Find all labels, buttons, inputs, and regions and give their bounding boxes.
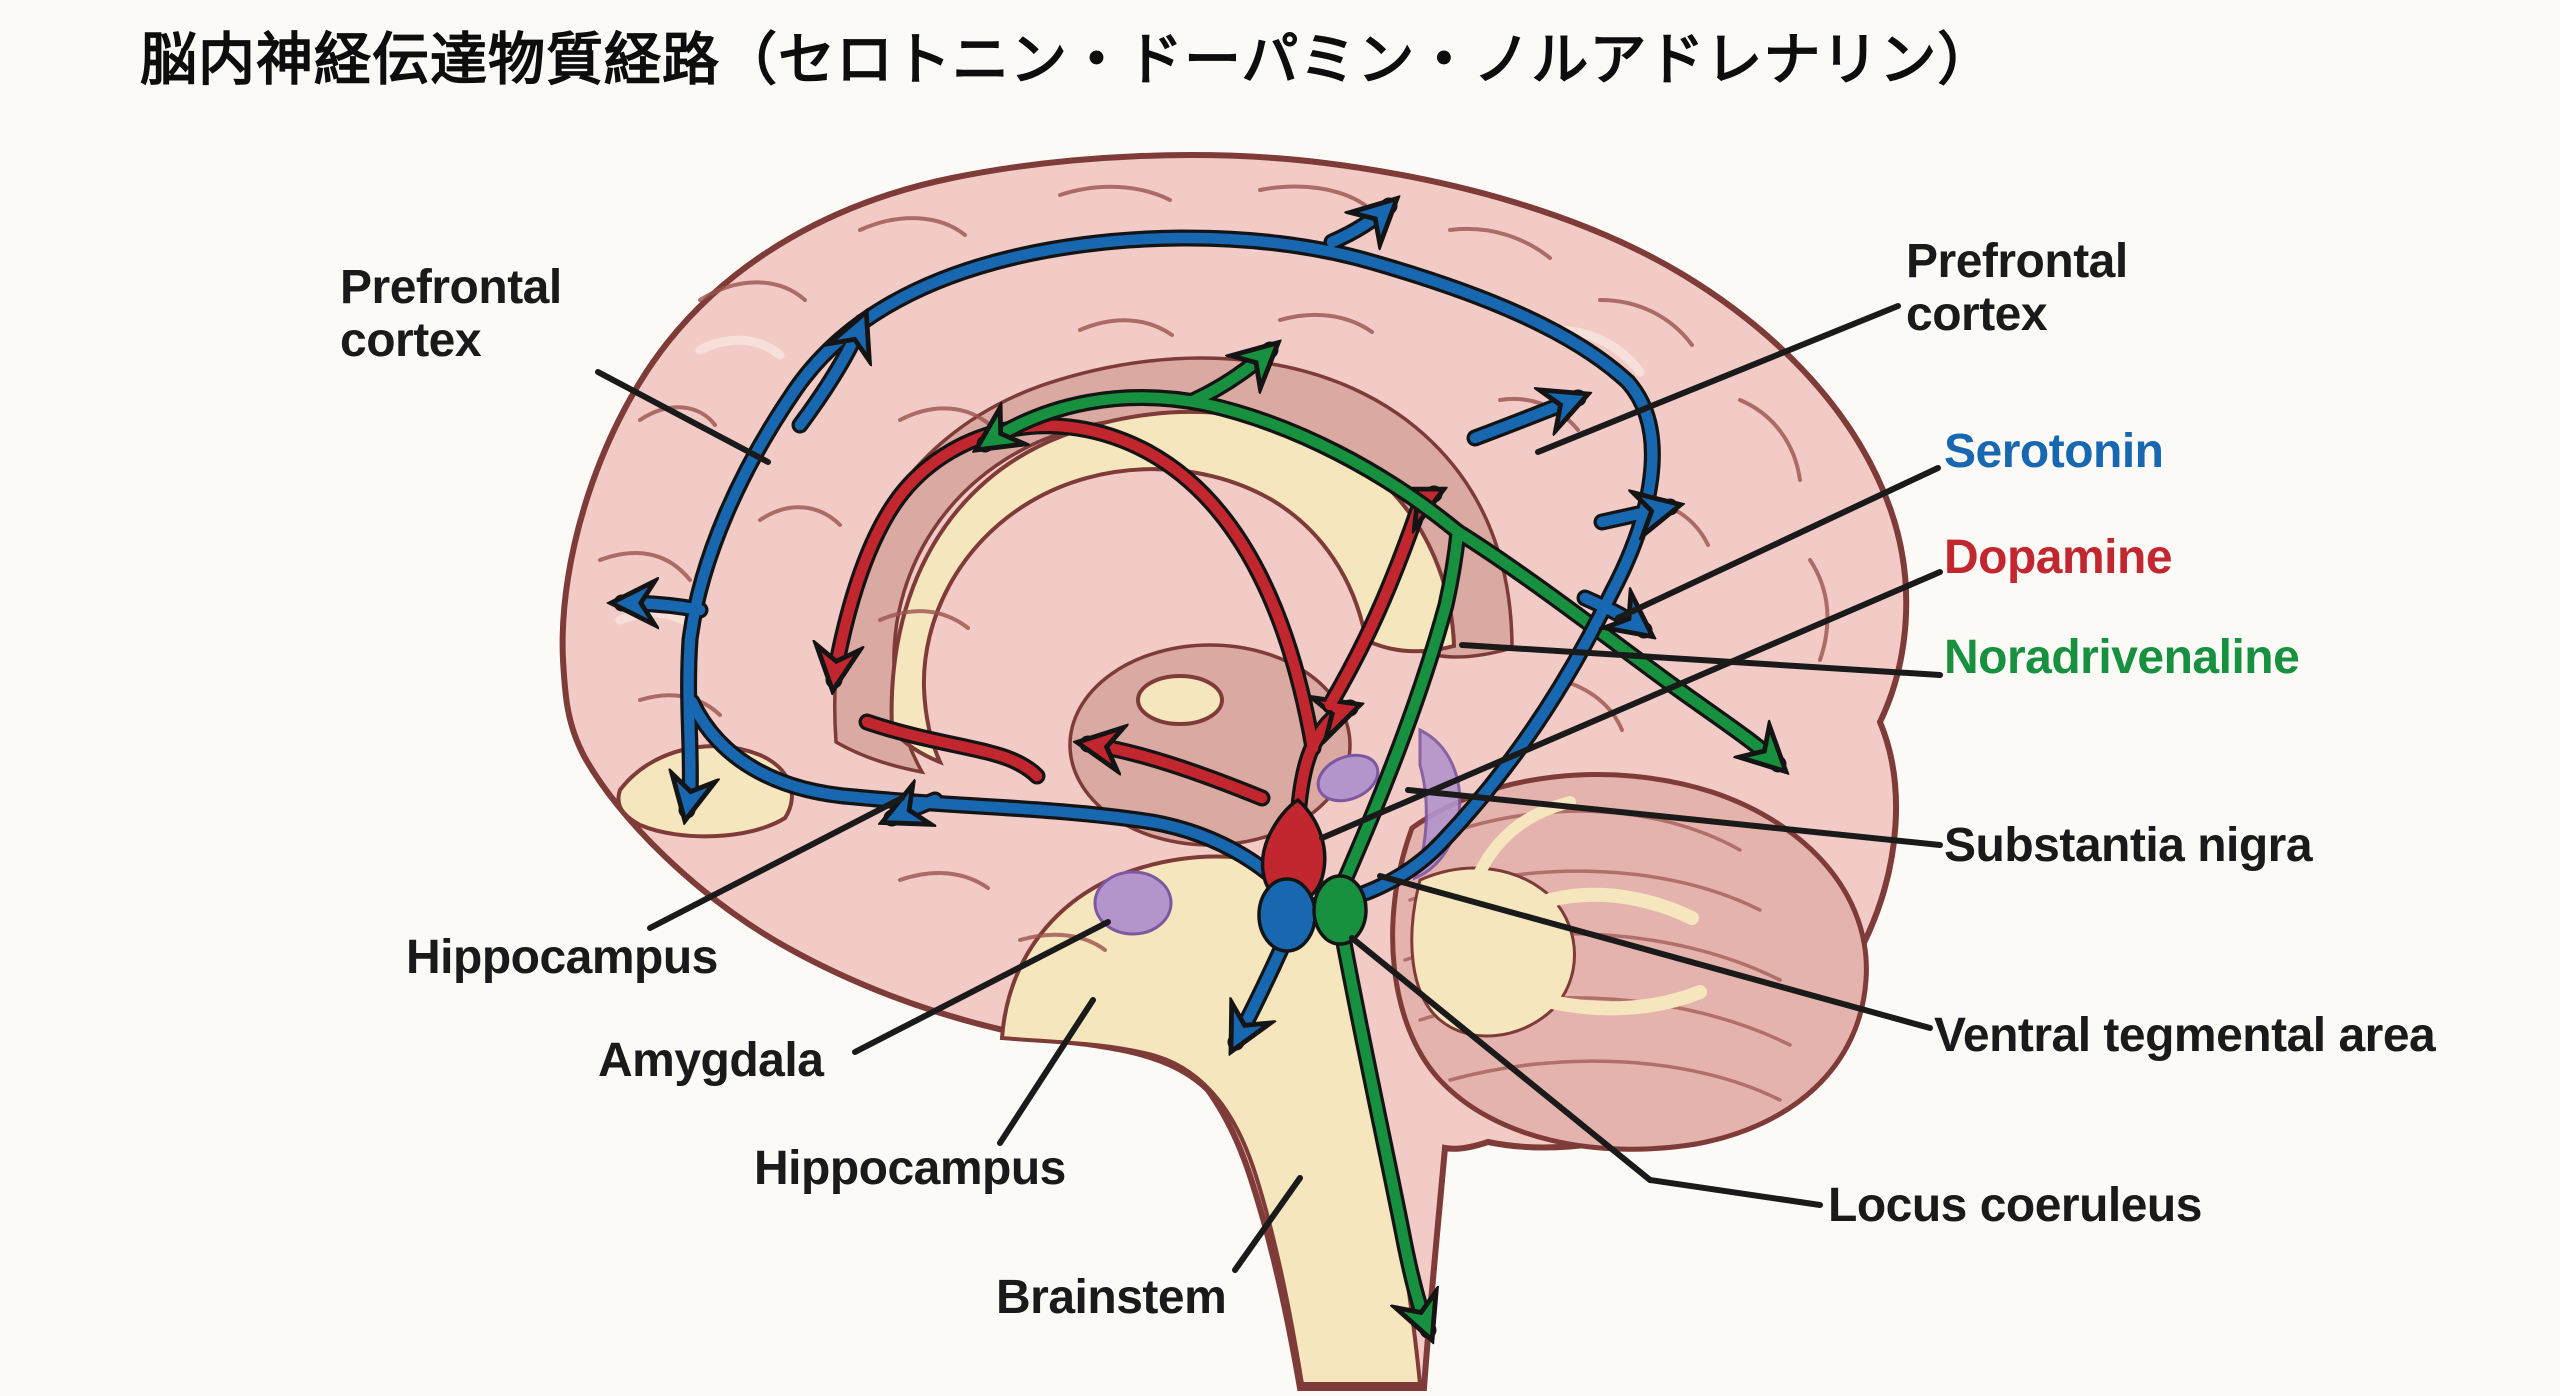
leader-amygdala (852, 919, 1111, 1055)
label-prefrontal-cortex-left: Prefrontal cortex (340, 261, 562, 367)
leader-serotonin (1615, 465, 1941, 621)
leader-prefrontal-right (1535, 303, 1901, 455)
amygdala-shape (1093, 870, 1173, 936)
label-hippocampus-lower: Hippocampus (754, 1142, 1066, 1195)
label-locus-coeruleus: Locus coeruleus (1828, 1179, 2202, 1232)
cerebellum (1390, 772, 1869, 1152)
substantia-nigra-shape (1316, 753, 1380, 803)
cerebellum-foliation (1403, 796, 1792, 1102)
label-dopamine: Dopamine (1944, 531, 2173, 584)
leader-lines (595, 303, 1943, 1273)
label-noradrenaline: Noradrivenaline (1944, 631, 2300, 684)
label-brainstem: Brainstem (996, 1271, 1227, 1324)
leader-prefrontal-left (595, 369, 771, 465)
label-prefrontal-cortex-right: Prefrontal cortex (1906, 235, 2128, 341)
leader-hippocampus-left (647, 795, 905, 931)
leader-hippocampus-lower (997, 997, 1096, 1146)
label-ventral-tegmental-area: Ventral tegmental area (1934, 1009, 2436, 1062)
leader-vta (1377, 873, 1933, 1031)
label-substantia-nigra: Substantia nigra (1944, 819, 2313, 872)
diagram-title: 脳内神経伝達物質経路（セロトニン・ドーパミン・ノルアドレナリン） (140, 28, 1996, 92)
serotonin-pathway (622, 206, 1670, 1042)
thalamus-spot (1136, 674, 1224, 726)
label-hippocampus-left: Hippocampus (406, 931, 718, 984)
serotonin-nucleus (1257, 877, 1317, 953)
label-serotonin: Serotonin (1944, 425, 2164, 478)
leader-locus-coeruleus (1349, 935, 1823, 1208)
label-amygdala: Amygdala (598, 1034, 824, 1087)
noradrenaline-nucleus (1312, 874, 1368, 946)
leader-substantia-nigra (1405, 787, 1943, 848)
leader-brainstem (1232, 1175, 1303, 1273)
leader-noradrenaline (1459, 642, 1943, 678)
